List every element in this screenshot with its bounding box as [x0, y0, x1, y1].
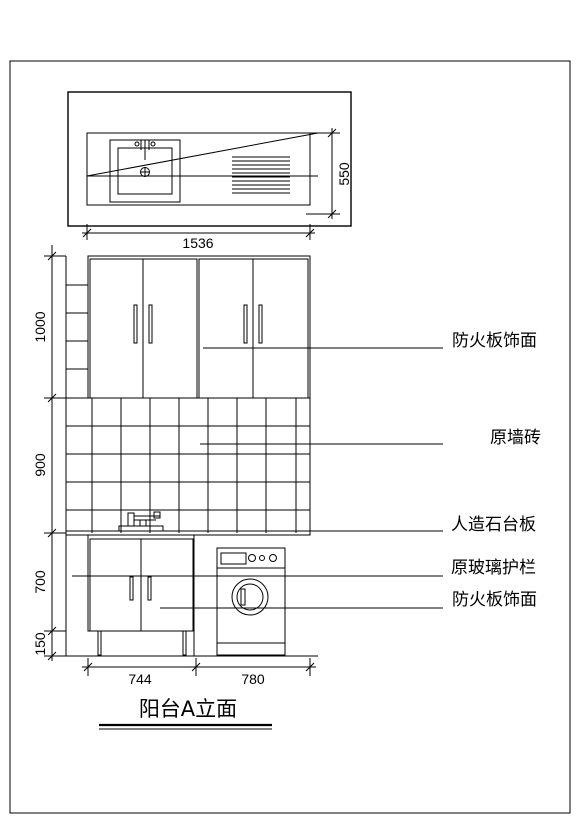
- plan-drainboard: [232, 156, 290, 194]
- plan-sink: [109, 139, 181, 203]
- title-text: 阳台A立面: [139, 697, 237, 721]
- height-label-150: 150: [32, 632, 48, 656]
- side-wall-tiles: [65, 256, 88, 656]
- note-original-glass-railing: 原玻璃护栏: [451, 558, 536, 578]
- width-dimensions: 744 780: [82, 658, 316, 687]
- note-artificial-stone-countertop: 人造石台板: [451, 515, 536, 535]
- height-label-900: 900: [32, 453, 48, 477]
- wall-tiles: [66, 256, 311, 535]
- cabinet-handle: [133, 304, 138, 344]
- plan-depth-label: 550: [336, 162, 352, 186]
- cabinet-handle: [129, 576, 134, 601]
- upper-cabinets: [87, 255, 311, 399]
- cabinet-handle: [258, 304, 263, 344]
- annotation-leaders: [72, 347, 443, 609]
- drawing-title: 阳台A立面: [99, 697, 272, 730]
- plan-countertop: [86, 132, 311, 206]
- drawing-frame: [9, 60, 571, 814]
- cabinet-handle: [148, 304, 153, 344]
- note-fireboard-lower: 防火板饰面: [452, 590, 537, 610]
- width-label-780: 780: [241, 671, 265, 687]
- plan-section-line: [86, 132, 319, 177]
- height-label-1000: 1000: [32, 311, 48, 342]
- annotations: 防火板饰面 原墙砖 人造石台板 原玻璃护栏 防火板饰面: [451, 331, 541, 610]
- plan-width-label: 1536: [182, 235, 213, 251]
- plan-depth-dimension: 550: [306, 128, 352, 219]
- note-fireboard-upper: 防火板饰面: [452, 331, 537, 351]
- plan-width-dimension: 1536: [82, 224, 315, 251]
- height-dimensions: 1000 900 700 150: [32, 245, 66, 661]
- plan-outline: [67, 91, 352, 227]
- cabinet-handle: [243, 304, 248, 344]
- faucet: [118, 511, 164, 532]
- cabinet-handle: [147, 576, 152, 601]
- elevation-view: 1000 900 700 150 744 780 防火板饰面 原: [32, 245, 541, 687]
- height-label-700: 700: [32, 570, 48, 594]
- note-original-wall-tile: 原墙砖: [490, 428, 541, 448]
- lower-cabinet: [87, 534, 195, 656]
- plan-view: 550 1536: [67, 91, 352, 251]
- width-label-744: 744: [128, 671, 152, 687]
- washing-machine: [216, 547, 286, 656]
